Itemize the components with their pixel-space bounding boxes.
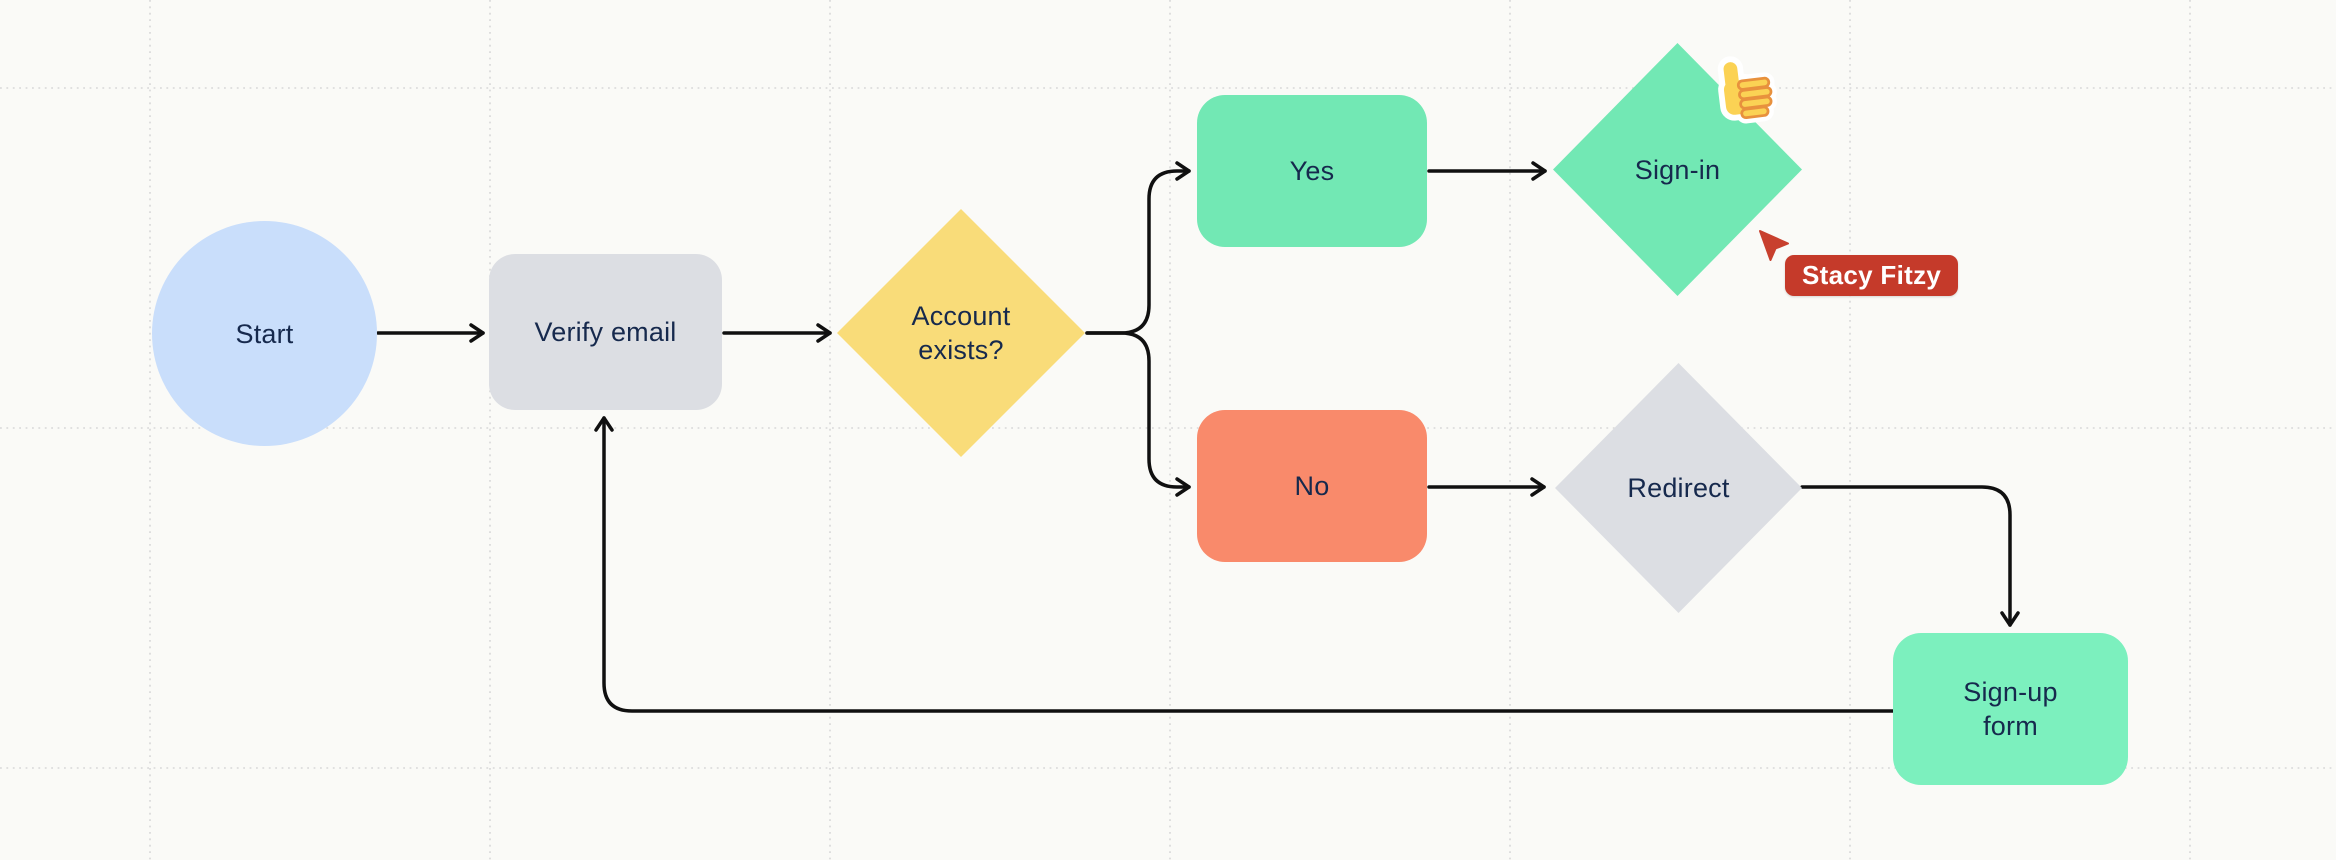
node-label: Sign-up form: [1963, 677, 2058, 741]
node-label: Account exists?: [911, 301, 1011, 365]
edge-account-exists-to-no[interactable]: [1085, 331, 1191, 497]
node-sign-up-form[interactable]: Sign-up form: [1893, 633, 2128, 785]
thumbs-up-icon[interactable]: [1711, 51, 1779, 125]
node-no[interactable]: No: [1197, 410, 1427, 562]
node-label: Redirect: [1627, 473, 1730, 503]
collaborator-name-badge: Stacy Fitzy: [1785, 255, 1959, 296]
edge-sign-up-form-to-verify-email[interactable]: [594, 416, 1895, 713]
node-label: No: [1294, 471, 1330, 501]
collaborator-name: Stacy Fitzy: [1802, 260, 1942, 290]
edge-account-exists-to-yes[interactable]: [1085, 161, 1191, 335]
node-verify-email[interactable]: Verify email: [489, 254, 722, 410]
edge-redirect-to-sign-up-form[interactable]: [1800, 485, 2020, 627]
collaborator-cursor-icon: [1759, 230, 1789, 261]
node-label: Verify email: [534, 317, 677, 347]
node-start[interactable]: Start: [152, 221, 377, 446]
node-label: Sign-in: [1634, 154, 1721, 185]
node-yes[interactable]: Yes: [1197, 95, 1427, 247]
node-label: Yes: [1289, 156, 1335, 186]
node-label: Start: [235, 318, 294, 349]
